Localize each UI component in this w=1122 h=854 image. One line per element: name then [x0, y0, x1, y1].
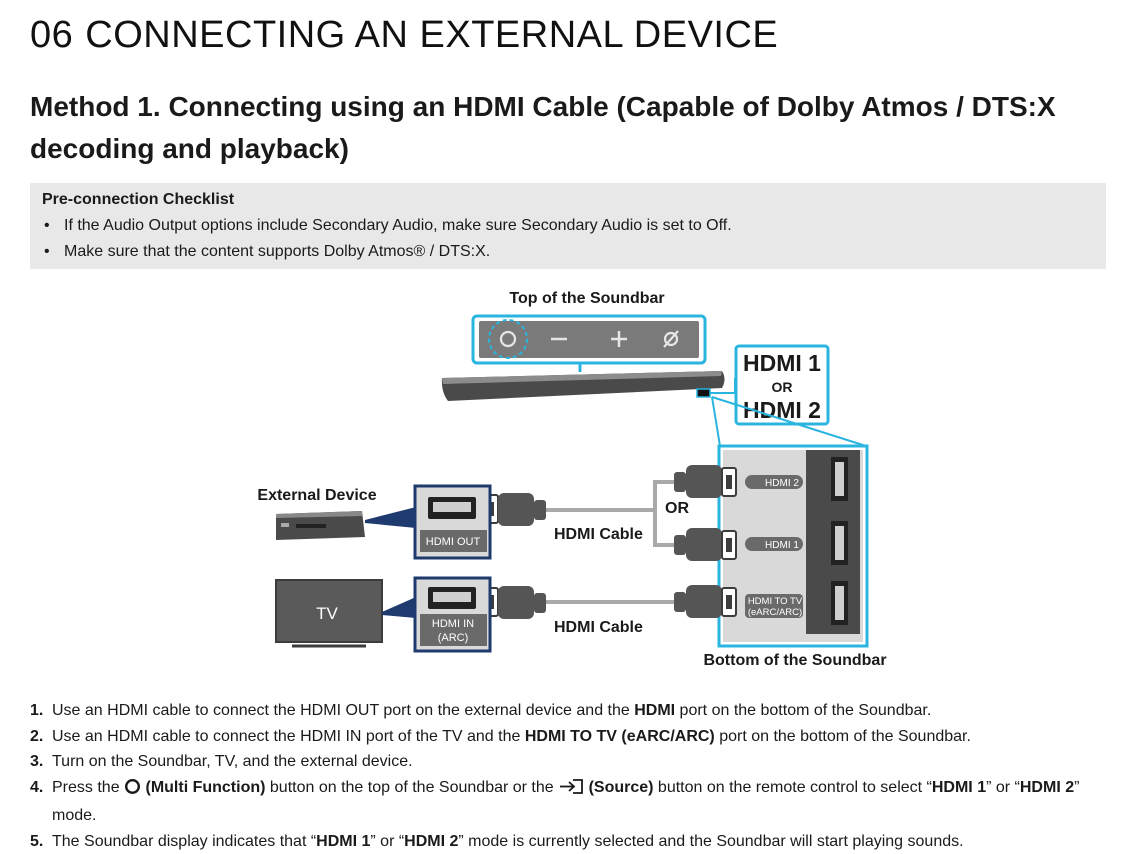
callout-hdmi1: HDMI 1 [743, 350, 821, 376]
source-icon [558, 778, 584, 804]
hdmi-to-tv-port [831, 581, 848, 625]
external-device-icon [276, 511, 365, 540]
checklist-title: Pre-connection Checklist [42, 191, 1094, 209]
cable-or-label: OR [665, 500, 689, 517]
port-label-tv-line1: HDMI TO TV [748, 596, 803, 607]
pre-connection-checklist: Pre-connection Checklist If the Audio Ou… [30, 183, 1106, 269]
chapter-title-text: CONNECTING AN EXTERNAL DEVICE [85, 14, 778, 56]
connection-diagram: Top of the Soundbar HDMI 1 OR HDMI 2 [0, 280, 1122, 680]
port-label-tv-line2: (eARC/ARC) [748, 607, 802, 618]
port-label-hdmi2: HDMI 2 [765, 478, 799, 489]
hdmi-out-label: HDMI OUT [426, 536, 481, 548]
hdmi-in-label-line2: (ARC) [438, 632, 469, 644]
hdmi2-port [831, 457, 848, 501]
hdmi-out-port [428, 497, 476, 519]
hdmi-plug [484, 586, 546, 619]
hdmi-plug [674, 585, 736, 618]
method-title: Method 1. Connecting using an HDMI Cable… [30, 86, 1100, 170]
checklist-item: If the Audio Output options include Seco… [42, 213, 1094, 239]
port-label-hdmi1: HDMI 1 [765, 540, 799, 551]
hdmi-plug [484, 493, 546, 526]
step-item: 3.Turn on the Soundbar, TV, and the exte… [30, 749, 1100, 775]
chapter-title: 06 CONNECTING AN EXTERNAL DEVICE [30, 14, 778, 57]
top-of-soundbar-label: Top of the Soundbar [509, 290, 664, 307]
callout-or: OR [772, 379, 793, 395]
step-item: 1.Use an HDMI cable to connect the HDMI … [30, 698, 1100, 724]
hdmi-in-label-line1: HDMI IN [432, 618, 474, 630]
bottom-of-soundbar-label: Bottom of the Soundbar [703, 652, 886, 669]
hdmi-cable-label: HDMI Cable [554, 619, 643, 636]
chapter-number: 06 [30, 14, 73, 56]
tv-label: TV [316, 604, 338, 623]
step-item: 2.Use an HDMI cable to connect the HDMI … [30, 724, 1100, 750]
hdmi-cable-label: HDMI Cable [554, 526, 643, 543]
connection-steps: 1.Use an HDMI cable to connect the HDMI … [30, 698, 1100, 854]
external-device-label: External Device [257, 487, 376, 504]
step-item: 5.The Soundbar display indicates that “H… [30, 829, 1100, 854]
hdmi-plug [674, 465, 736, 498]
hdmi-in-port [428, 587, 476, 609]
hdmi-plug [674, 528, 736, 561]
step-item: 4.Press the (Multi Function) button on t… [30, 775, 1100, 829]
soundbar [442, 371, 725, 401]
hdmi1-port [831, 521, 848, 565]
checklist-item: Make sure that the content supports Dolb… [42, 239, 1094, 265]
multi-function-icon [124, 778, 141, 804]
